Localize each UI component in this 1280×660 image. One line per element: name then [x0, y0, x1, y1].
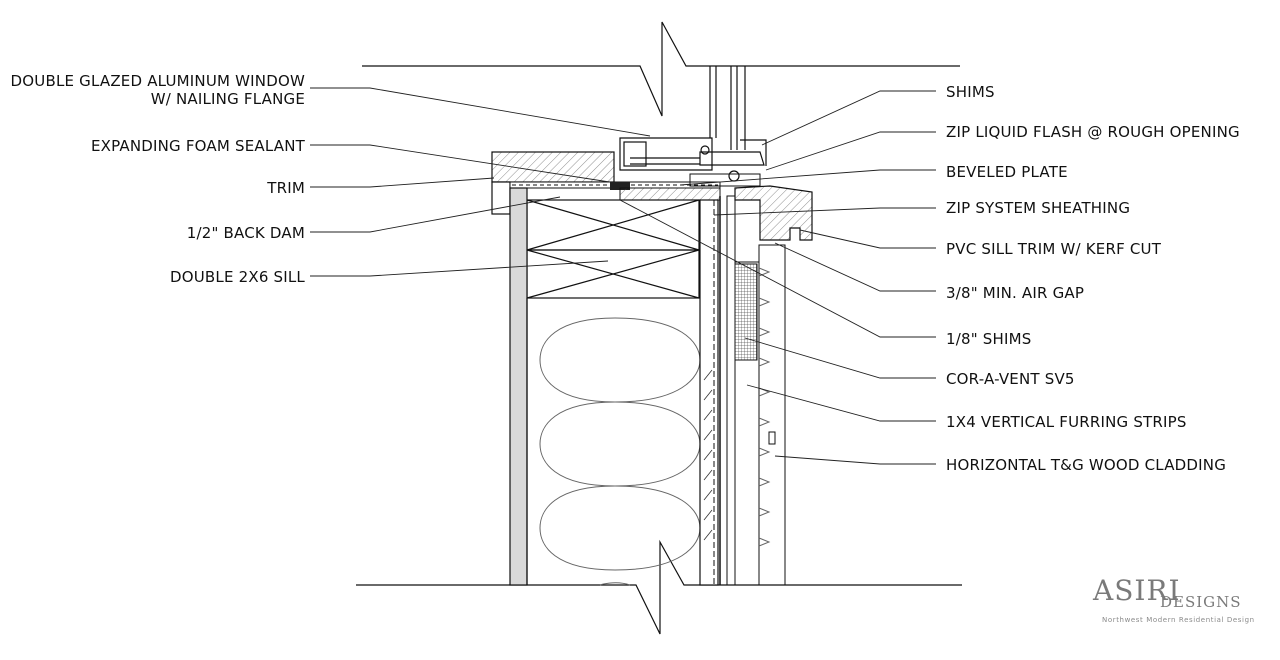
label-cor-a-vent: COR-A-VENT SV5: [946, 370, 1075, 388]
pvc-sill-trim: [734, 185, 813, 241]
label-shims: SHIMS: [946, 83, 995, 101]
label-furring: 1X4 VERTICAL FURRING STRIPS: [946, 413, 1187, 431]
label-backdam: 1/2" BACK DAM: [187, 224, 305, 242]
logo-sub-text: DESIGNS: [1160, 593, 1242, 611]
window-frame: [619, 137, 767, 182]
zip-sheathing: [699, 196, 721, 586]
exterior-cladding: [726, 195, 786, 586]
interior-wall: [509, 187, 528, 586]
label-backdam-text: 1/2" BACK DAM: [186, 224, 305, 242]
logo-tagline: Northwest Modern Residential Design: [1102, 616, 1255, 624]
window-glazing: [709, 66, 746, 150]
label-beveled-plate: BEVELED PLATE: [946, 163, 1068, 181]
label-foam-text: EXPANDING FOAM SEALANT: [90, 137, 305, 155]
asiri-designs-logo: ASIRI DESIGNS Northwest Modern Residenti…: [1093, 574, 1268, 634]
double-2x6-sill: [526, 199, 700, 299]
label-trim-text: TRIM: [267, 179, 305, 197]
label-window-line-2: W/ NAILING FLANGE: [150, 90, 305, 108]
label-liquid-flash: ZIP LIQUID FLASH @ ROUGH OPENING: [946, 123, 1240, 141]
break-line-bottom: [356, 539, 962, 635]
label-shims-small: 1/8" SHIMS: [946, 330, 1032, 348]
label-foam: EXPANDING FOAM SEALANT: [91, 137, 305, 155]
insulation-batt: [539, 317, 701, 586]
label-trim: TRIM: [267, 179, 305, 197]
label-pvc-sill: PVC SILL TRIM W/ KERF CUT: [946, 240, 1162, 258]
leaders-left: [310, 87, 651, 277]
label-sill: DOUBLE 2X6 SILL: [170, 268, 305, 286]
label-window: DOUBLE GLAZED ALUMINUM WINDOW W/ NAILING…: [11, 72, 305, 108]
label-window-line-1: DOUBLE GLAZED ALUMINUM WINDOW: [10, 72, 305, 90]
label-sheathing: ZIP SYSTEM SHEATHING: [946, 199, 1131, 217]
leaders-right: [619, 90, 936, 465]
break-line-top: [362, 21, 960, 117]
label-sill-text: DOUBLE 2X6 SILL: [169, 268, 305, 286]
cor-a-vent: [734, 263, 758, 361]
label-cladding: HORIZONTAL T&G WOOD CLADDING: [946, 456, 1227, 474]
label-air-gap: 3/8" MIN. AIR GAP: [946, 284, 1085, 302]
logo-main-text: ASIRI: [1093, 574, 1181, 607]
